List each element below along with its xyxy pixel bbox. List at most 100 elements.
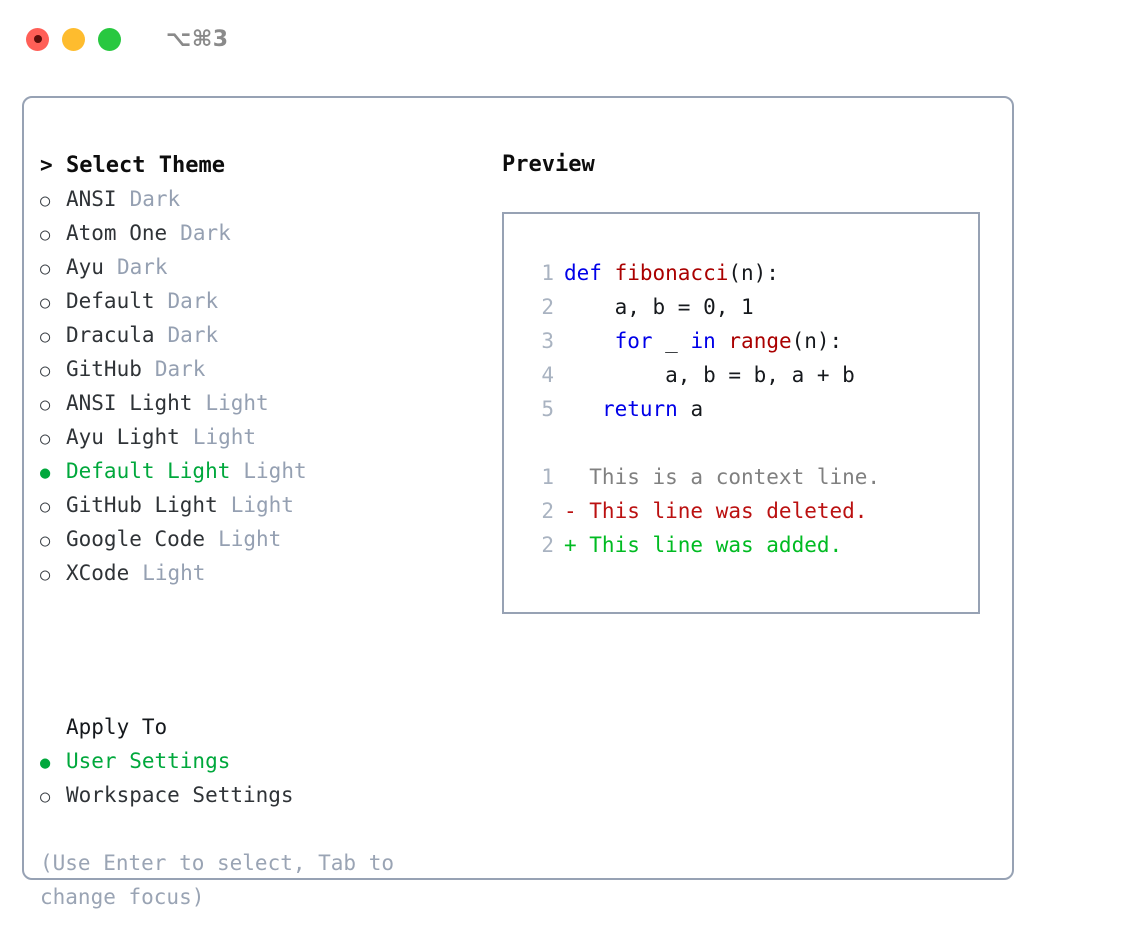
diff-marker: - (564, 499, 577, 523)
diff-text: - This line was deleted. (564, 494, 867, 528)
diff-marker: + (564, 533, 577, 557)
theme-kind-badge: Light (205, 391, 269, 415)
theme-name: XCode (66, 561, 130, 585)
theme-kind-badge: Dark (116, 255, 168, 279)
token-kw: return (601, 397, 678, 421)
diff-text: This is a context line. (564, 460, 880, 494)
token-kw: in (690, 329, 716, 353)
diff-line-del: 2- This line was deleted. (522, 494, 978, 528)
token-plain: (n): (791, 329, 843, 353)
token-fn: fibonacci (614, 261, 729, 285)
code-line: 2 a, b = 0, 1 (522, 290, 978, 324)
diff-content: This line was added. (576, 533, 843, 557)
theme-kind-badge: Light (192, 425, 257, 449)
apply-to-marker-spacer (40, 710, 66, 744)
apply-to-option-workspace-settings[interactable]: ○Workspace Settings (40, 778, 480, 812)
traffic-lights (26, 27, 121, 51)
code-line: 1 def fibonacci(n): (522, 256, 978, 290)
window-titlebar: ⌥⌘3 (0, 0, 1140, 78)
hint-line-1: (Use Enter to select, Tab to (40, 851, 395, 875)
preview-heading: Preview (502, 152, 595, 177)
diff-content: This is a context line. (576, 465, 881, 489)
apply-to-group: Apply To ● User Settings ○Workspace Settin… (40, 710, 480, 812)
token-kw: def (564, 261, 615, 285)
apply-to-label: Apply To (66, 715, 168, 739)
line-number: 1 (541, 465, 554, 489)
theme-kind-badge: Light (243, 459, 307, 483)
prompt-marker-icon: > (40, 153, 53, 177)
code-text: return a (564, 392, 703, 426)
apply-to-heading: Apply To (40, 710, 480, 744)
token-plain: (n): (728, 261, 779, 285)
line-number: 3 (541, 329, 554, 353)
radio-unselected-icon: ○ (40, 191, 51, 211)
code-text: a, b = b, a + b (564, 358, 855, 392)
radio-unselected-icon: ○ (40, 327, 51, 347)
theme-kind-badge: Light (142, 561, 206, 585)
apply-to-option-label: User Settings (66, 749, 231, 773)
radio-unselected-icon: ○ (40, 225, 51, 245)
theme-option-ayu-light[interactable]: ○ Ayu Light Light (40, 420, 480, 454)
token-plain: a (677, 397, 704, 421)
apply-to-rows: ● User Settings ○Workspace Settings (40, 744, 480, 812)
theme-name: ANSI Light (66, 391, 193, 415)
hint-line-2: change focus) (40, 885, 205, 909)
theme-option-default-light[interactable]: ● Default Light Light (40, 454, 480, 488)
theme-name: Atom One (66, 221, 168, 245)
radio-unselected-icon: ○ (40, 497, 51, 517)
theme-kind-badge: Light (230, 493, 294, 517)
line-number: 2 (541, 295, 554, 319)
theme-option-xcode[interactable]: ○ XCode Light (40, 556, 480, 590)
theme-option-github[interactable]: ○ GitHub Dark (40, 352, 480, 386)
token-plain (716, 329, 729, 353)
select-theme-heading: > Select Theme (40, 148, 480, 182)
diff-text: + This line was added. (564, 528, 842, 562)
line-number: 1 (541, 261, 554, 285)
token-fn: range (728, 329, 792, 353)
radio-unselected-icon: ○ (40, 429, 51, 449)
diff-content: This line was deleted. (576, 499, 868, 523)
theme-name: GitHub Light (66, 493, 218, 517)
radio-selected-icon: ● (40, 463, 51, 483)
theme-name: Dracula (66, 323, 155, 347)
keyboard-hint: (Use Enter to select, Tab to change focu… (40, 846, 450, 914)
code-text: for _ in range(n): (564, 324, 843, 358)
token-kw: for (614, 329, 653, 353)
theme-kind-badge: Dark (154, 357, 206, 381)
minimize-button[interactable] (62, 27, 85, 51)
theme-option-ansi-light[interactable]: ○ ANSI Light Light (40, 386, 480, 420)
radio-unselected-icon: ○ (40, 565, 51, 585)
line-number: 5 (541, 397, 554, 421)
line-number: 2 (541, 499, 554, 523)
theme-name: ANSI (66, 187, 117, 211)
line-number: 2 (541, 533, 554, 557)
close-button[interactable] (26, 27, 49, 51)
theme-option-github-light[interactable]: ○ GitHub Light Light (40, 488, 480, 522)
theme-option-atom-one[interactable]: ○ Atom One Dark (40, 216, 480, 250)
code-text: a, b = 0, 1 (564, 290, 754, 324)
diff-line-add: 2 + This line was added. (522, 528, 978, 562)
radio-selected-icon: ● (40, 753, 51, 773)
radio-unselected-icon: ○ (40, 395, 51, 415)
theme-name: Default Light (66, 459, 231, 483)
token-plain: a, b = b, a + b (564, 363, 855, 387)
theme-name: Ayu Light (66, 425, 180, 449)
diff-preview: 1 This is a context line.2- This line wa… (522, 460, 978, 562)
apply-to-option-user-settings[interactable]: ● User Settings (40, 744, 480, 778)
radio-unselected-icon: ○ (40, 361, 51, 381)
theme-kind-badge: Dark (180, 221, 231, 245)
token-plain (564, 329, 615, 353)
maximize-button[interactable] (98, 27, 121, 51)
theme-option-dracula[interactable]: ○ Dracula Dark (40, 318, 480, 352)
theme-kind-badge: Dark (167, 323, 219, 347)
theme-name: GitHub (66, 357, 142, 381)
radio-unselected-icon: ○ (40, 259, 51, 279)
